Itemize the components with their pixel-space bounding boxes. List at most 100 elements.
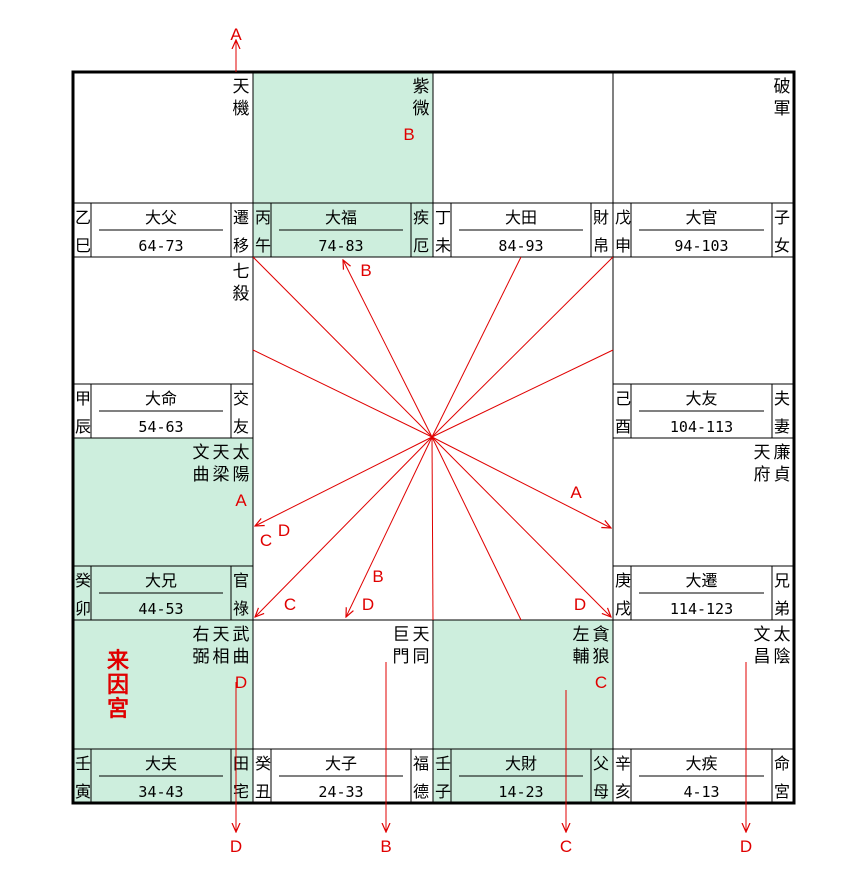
star-glyph: 武 bbox=[233, 625, 250, 645]
star-glyph: 右 bbox=[193, 625, 210, 645]
transform-marker: D bbox=[235, 673, 247, 692]
palace-name-2: 祿 bbox=[233, 599, 249, 618]
star-glyph: 相 bbox=[213, 647, 230, 667]
ray bbox=[431, 349, 614, 438]
palace-name-2: 宅 bbox=[233, 782, 249, 801]
star-glyph: 軍 bbox=[774, 99, 791, 119]
decade-label: 大夫 bbox=[145, 754, 177, 773]
star-glyph: 太 bbox=[774, 625, 791, 645]
star-glyph: 門 bbox=[393, 647, 410, 667]
palace-highlight bbox=[433, 620, 613, 803]
star-glyph: 破 bbox=[774, 77, 791, 97]
earthly-branch: 申 bbox=[615, 236, 631, 255]
palace-name-2: 德 bbox=[413, 782, 429, 801]
palace-name-1: 父 bbox=[593, 754, 609, 773]
age-range: 14-23 bbox=[498, 783, 543, 801]
palace-name-1: 疾 bbox=[413, 208, 429, 227]
decade-label: 大父 bbox=[145, 208, 177, 227]
transform-marker: A bbox=[235, 491, 247, 510]
heavenly-stem: 丙 bbox=[255, 208, 271, 227]
decade-label: 大遷 bbox=[685, 571, 717, 590]
palace-highlight bbox=[73, 620, 253, 803]
label-chou-arrow-b: D bbox=[362, 595, 374, 614]
heavenly-stem: 戊 bbox=[615, 208, 631, 227]
label-bottom-chou: B bbox=[380, 837, 391, 856]
palace-name-1: 福 bbox=[413, 754, 429, 773]
star-glyph: 天 bbox=[754, 443, 771, 463]
label-top: A bbox=[230, 25, 242, 44]
ray bbox=[252, 349, 433, 438]
palace-name-1: 兄 bbox=[774, 571, 790, 590]
earthly-branch: 午 bbox=[255, 236, 271, 255]
palace-name-2: 移 bbox=[233, 236, 249, 255]
earthly-branch: 寅 bbox=[75, 782, 91, 801]
label-mao-arrow1-b: D bbox=[278, 521, 290, 540]
heavenly-stem: 辛 bbox=[615, 754, 631, 773]
heavenly-stem: 己 bbox=[615, 389, 631, 408]
decade-label: 大友 bbox=[685, 389, 717, 408]
decade-label: 大兄 bbox=[145, 571, 177, 590]
label-mao-arrow2: C bbox=[284, 595, 296, 614]
earthly-branch: 巳 bbox=[75, 236, 91, 255]
palace-name-1: 夫 bbox=[774, 389, 790, 408]
star-glyph: 廉 bbox=[774, 443, 791, 463]
star-glyph: 巨 bbox=[393, 625, 410, 645]
age-range: 74-83 bbox=[318, 237, 363, 255]
palace-name-1: 官 bbox=[233, 571, 249, 590]
star-glyph: 天 bbox=[213, 625, 230, 645]
earthly-branch: 未 bbox=[435, 236, 451, 255]
star-glyph: 天 bbox=[213, 443, 230, 463]
age-range: 104-113 bbox=[670, 418, 733, 436]
label-xu-arrow2: D bbox=[574, 595, 586, 614]
star-glyph: 七 bbox=[233, 262, 250, 282]
star-glyph: 殺 bbox=[233, 284, 250, 304]
decade-label: 大財 bbox=[505, 754, 537, 773]
label-chou-arrow-a: B bbox=[372, 567, 383, 586]
palace-name-2: 厄 bbox=[413, 236, 429, 255]
decade-label: 大命 bbox=[145, 389, 177, 408]
heavenly-stem: 癸 bbox=[255, 754, 271, 773]
palace-name-2: 弟 bbox=[774, 599, 790, 618]
label-bottom-hai: D bbox=[740, 837, 752, 856]
palace-name-1: 交 bbox=[233, 389, 249, 408]
star-glyph: 同 bbox=[413, 647, 430, 667]
ray bbox=[431, 256, 522, 438]
star-glyph: 天 bbox=[413, 625, 430, 645]
star-glyph: 弼 bbox=[193, 647, 210, 667]
palace-name-1: 田 bbox=[233, 754, 249, 773]
palace-name-2: 女 bbox=[774, 236, 790, 255]
heavenly-stem: 甲 bbox=[75, 389, 91, 408]
label-bottom-yin: D bbox=[230, 837, 242, 856]
decade-label: 大疾 bbox=[685, 754, 717, 773]
star-glyph: 府 bbox=[754, 465, 771, 485]
decade-label: 大田 bbox=[505, 208, 537, 227]
ray-to-mao-a bbox=[255, 436, 433, 526]
star-glyph: 太 bbox=[233, 443, 250, 463]
palace-name-1: 遷 bbox=[233, 208, 249, 227]
palace-name-1: 財 bbox=[593, 208, 609, 227]
star-glyph: 梁 bbox=[213, 465, 230, 485]
age-range: 54-63 bbox=[138, 418, 183, 436]
label-wu-arrow: B bbox=[360, 261, 371, 280]
palace-layer: 乙巳大父64-73遷移天機丙午大福74-83疾厄紫微B丁未大田84-93財帛戊申… bbox=[71, 70, 796, 805]
star-glyph: 文 bbox=[193, 443, 210, 463]
ray-to-xu-b bbox=[431, 436, 611, 617]
transform-marker: C bbox=[595, 673, 607, 692]
age-range: 94-103 bbox=[674, 237, 728, 255]
star-glyph: 曲 bbox=[193, 465, 210, 485]
star-glyph: 曲 bbox=[233, 647, 250, 667]
earthly-branch: 亥 bbox=[615, 782, 631, 801]
star-glyph: 微 bbox=[413, 99, 430, 119]
star-glyph: 機 bbox=[233, 99, 250, 119]
laiyin-label: 来因宮 bbox=[106, 649, 130, 722]
age-range: 44-53 bbox=[138, 600, 183, 618]
age-range: 24-33 bbox=[318, 783, 363, 801]
